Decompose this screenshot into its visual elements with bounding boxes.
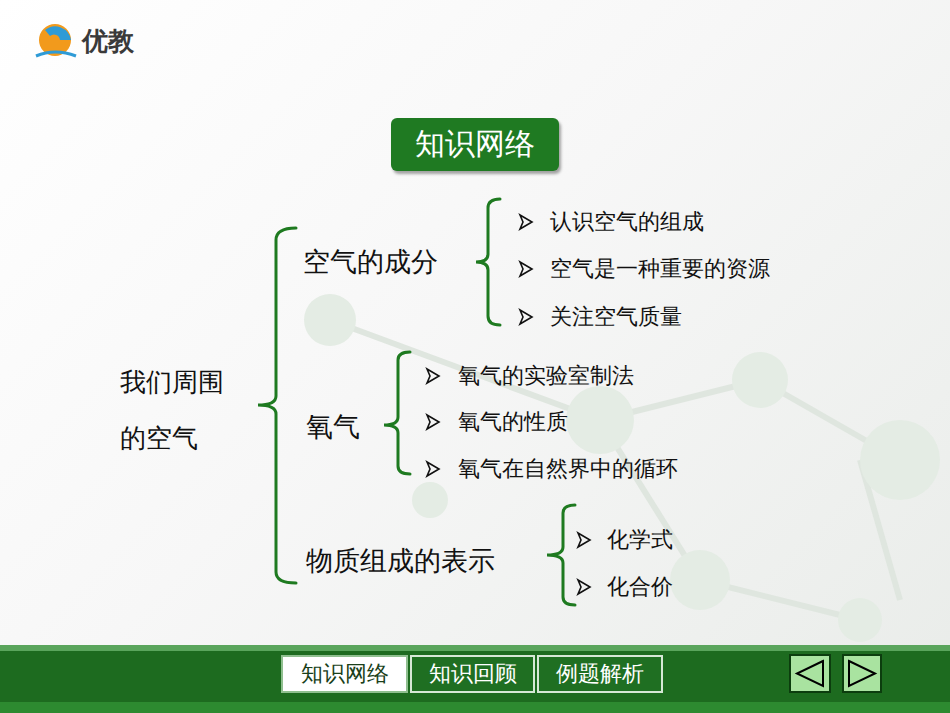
root-topic: 我们周围的空气 bbox=[120, 354, 232, 466]
leaf-item: 关注空气质量 bbox=[550, 304, 682, 330]
leaf-item: 氧气的性质 bbox=[458, 409, 568, 435]
bullet-arrow bbox=[578, 533, 590, 547]
bullet-arrow bbox=[427, 462, 439, 476]
leaf-item: 化合价 bbox=[607, 574, 673, 600]
bullet-arrow bbox=[520, 262, 532, 276]
bullet-arrow bbox=[578, 580, 590, 594]
tab-label: 例题解析 bbox=[556, 659, 644, 689]
logo-text: 优教 bbox=[82, 26, 134, 57]
branch-topic: 空气的成分 bbox=[303, 246, 438, 278]
leaf-item: 氧气的实验室制法 bbox=[458, 363, 634, 389]
nav-button bbox=[790, 655, 881, 692]
title-box: 知识网络 bbox=[391, 118, 559, 171]
nav-tab: 知识网络 bbox=[281, 655, 408, 693]
tab-label: 知识回顾 bbox=[429, 659, 517, 689]
bullet-arrow bbox=[427, 415, 439, 429]
branch-topic: 物质组成的表示 bbox=[306, 545, 495, 577]
bullet-arrow bbox=[427, 369, 439, 383]
leaf-item: 氧气在自然界中的循环 bbox=[458, 456, 678, 482]
leaf-item: 空气是一种重要的资源 bbox=[550, 256, 770, 282]
molecule-balls bbox=[304, 294, 940, 642]
nav-tab: 例题解析 bbox=[537, 655, 663, 693]
leaf-item: 化学式 bbox=[607, 527, 673, 553]
bottom-bar bbox=[0, 645, 950, 713]
bullet-arrow bbox=[520, 215, 532, 229]
logo-icon bbox=[36, 24, 76, 56]
bracket bbox=[258, 199, 575, 605]
leaf-item: 认识空气的组成 bbox=[550, 209, 704, 235]
nav-tab: 知识回顾 bbox=[410, 655, 535, 693]
bullet-arrow bbox=[520, 310, 532, 324]
tab-label: 知识网络 bbox=[301, 659, 389, 689]
branch-topic: 氧气 bbox=[306, 411, 360, 443]
